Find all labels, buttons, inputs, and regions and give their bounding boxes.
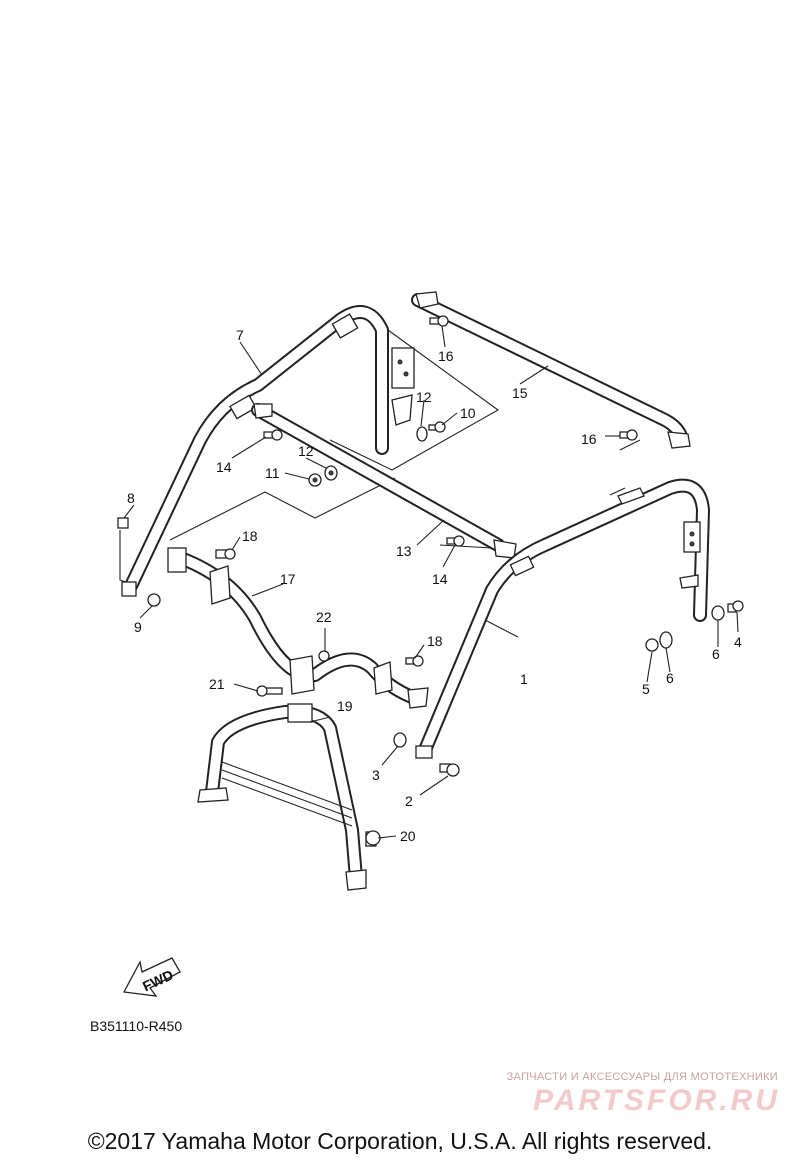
bolt-20-icon (365, 830, 381, 847)
bolt-18-right-icon (405, 655, 424, 667)
washer-6-right-icon (711, 605, 725, 621)
callout-11: 11 (265, 465, 280, 481)
bolt-21-icon (256, 685, 283, 697)
callout-2: 2 (405, 793, 413, 809)
bolt-18-left-icon (215, 548, 236, 560)
washer-6-left-icon (659, 631, 673, 649)
bolt-2-icon (439, 763, 460, 777)
part-code: B351110-R450 (90, 1018, 182, 1034)
bolt-16-right-icon (619, 429, 638, 441)
callout-14a: 14 (216, 459, 232, 475)
part-1-front-roll-bar (415, 478, 710, 759)
bolt-4-icon (727, 600, 744, 613)
callout-18a: 18 (242, 528, 258, 544)
nut-5-icon (645, 638, 659, 652)
part-7-roll-bar (121, 305, 415, 597)
bolt-8-icon (117, 517, 129, 529)
nut-22-icon (318, 650, 330, 662)
part-13-cross-bar (251, 403, 517, 559)
callout-16b: 16 (581, 431, 597, 447)
bolt-14-upper-icon (263, 429, 283, 441)
callout-21: 21 (209, 676, 225, 692)
watermark-brand: PARTSFOR.RU (533, 1084, 780, 1117)
callout-12b: 12 (298, 443, 314, 459)
bolt-10-icon (428, 421, 446, 433)
callout-15: 15 (512, 385, 528, 401)
washer-12-lower-icon (324, 465, 338, 481)
callout-1: 1 (520, 671, 528, 687)
callout-5: 5 (642, 681, 650, 697)
bolt-16-upper-icon (429, 315, 449, 327)
callout-20: 20 (400, 828, 416, 844)
callout-22: 22 (316, 609, 332, 625)
callout-8: 8 (127, 490, 135, 506)
nut-9-icon (147, 593, 161, 607)
callout-9: 9 (134, 619, 142, 635)
bolt-14-lower-icon (446, 535, 465, 547)
callout-12a: 12 (416, 389, 432, 405)
callout-14b: 14 (432, 571, 448, 587)
copyright-notice: ©2017 Yamaha Motor Corporation, U.S.A. A… (87, 1128, 713, 1154)
callout-6a: 6 (666, 670, 674, 686)
callout-numbers: 1 2 3 4 5 6 6 7 8 9 10 11 12 12 13 14 14… (127, 327, 742, 844)
fwd-arrow-icon: FWD (122, 957, 181, 997)
callout-3: 3 (372, 767, 380, 783)
washer-12-upper-icon (416, 426, 428, 442)
callout-18b: 18 (427, 633, 443, 649)
part-15-upper-bar (411, 291, 691, 449)
part-19-lower-frame (197, 703, 367, 891)
watermark-tagline: ЗАПЧАСТИ И АКСЕССУАРЫ ДЛЯ МОТОТЕХНИКИ (506, 1071, 778, 1083)
washer-3-icon (393, 732, 407, 748)
callout-6b: 6 (712, 646, 720, 662)
leader-lines (123, 325, 739, 839)
callout-17: 17 (280, 571, 296, 587)
callout-7: 7 (236, 327, 244, 343)
callout-4: 4 (734, 634, 742, 650)
nut-11-icon (308, 473, 322, 487)
callout-13: 13 (396, 543, 412, 559)
assembly-guide-lines (119, 329, 641, 586)
callout-19: 19 (337, 698, 353, 714)
callout-10: 10 (460, 405, 476, 421)
part-17-cross-tube (167, 547, 429, 709)
callout-16a: 16 (438, 348, 454, 364)
